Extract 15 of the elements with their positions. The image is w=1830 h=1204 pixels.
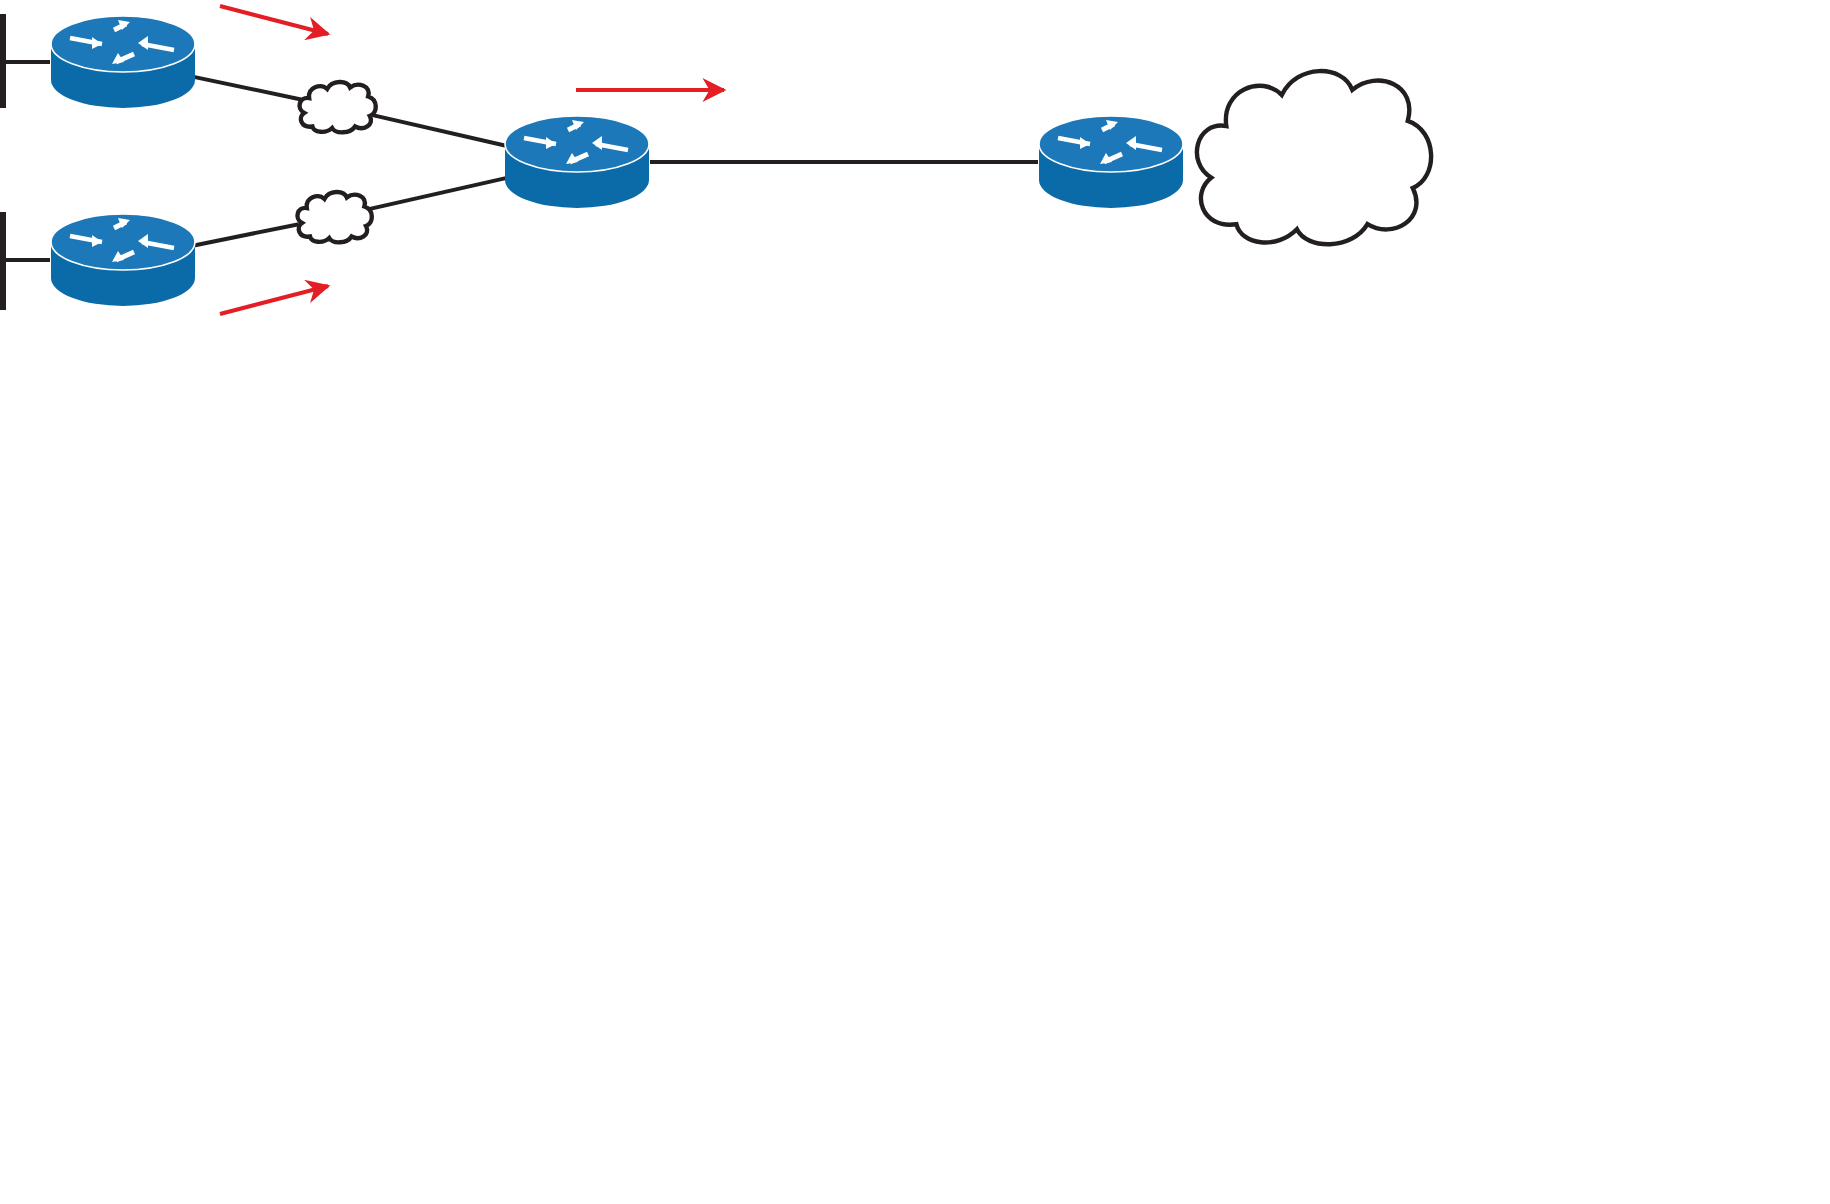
router-icon xyxy=(50,14,196,110)
network-segment-bar xyxy=(0,14,6,108)
connector-line xyxy=(192,222,300,248)
router-icon xyxy=(504,114,650,210)
cloud-icon xyxy=(296,80,378,134)
connector-line xyxy=(368,175,509,212)
network-segment-bar xyxy=(0,212,6,310)
router-icon xyxy=(1038,114,1184,210)
connector-line xyxy=(6,258,50,262)
router-icon xyxy=(50,212,196,308)
cloud-icon xyxy=(294,190,374,244)
connector-line xyxy=(6,60,50,64)
connector-line xyxy=(192,74,302,102)
connector-line xyxy=(372,113,509,149)
connector-line xyxy=(650,160,1038,164)
